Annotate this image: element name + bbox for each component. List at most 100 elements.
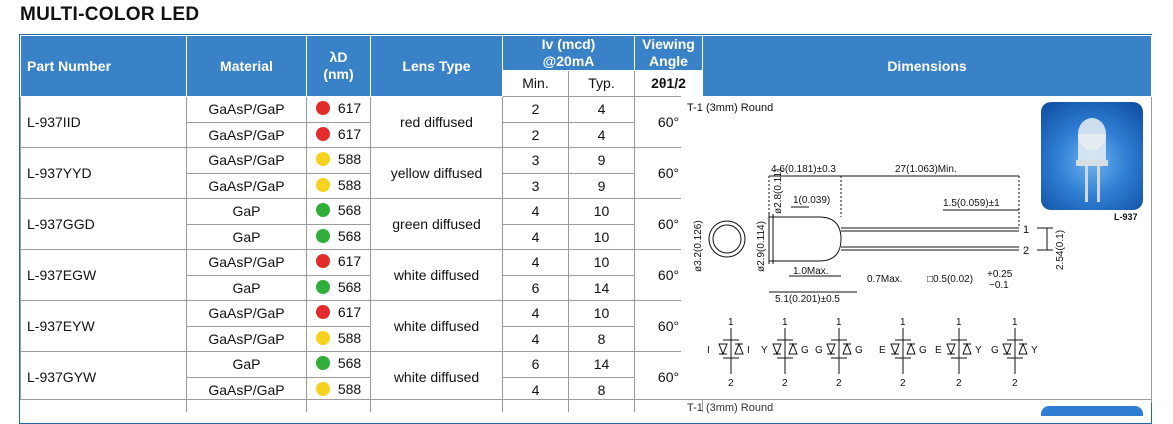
schematic-pin-1: 1	[956, 317, 962, 328]
led-color-icon	[315, 203, 330, 218]
wavelength-value: 568	[337, 227, 362, 244]
schematic-label: G	[815, 345, 823, 356]
dim-lead-length: 27(1.063)Min.	[895, 164, 957, 175]
schematic-label: I	[747, 345, 750, 356]
header-viewing-sub: 2θ1/2	[634, 70, 703, 97]
header-dimensions: Dimensions	[702, 35, 1152, 97]
section-title: MULTI-COLOR LED	[20, 4, 200, 25]
schematic-label: Y	[761, 345, 768, 356]
schematic-pin-1: 1	[900, 317, 906, 328]
iv-typ-cell: 10	[568, 249, 635, 276]
lens-type-cell: white diffused	[370, 300, 503, 352]
iv-min-cell: 4	[502, 376, 569, 403]
dim-tol-down: −0.1	[989, 280, 1009, 291]
led-color-icon	[315, 152, 330, 167]
wavelength-value: 588	[337, 151, 362, 168]
diode-icon	[772, 343, 782, 356]
header-intensity-unit: Iv (mcd)	[541, 36, 596, 52]
led-color-icon	[315, 279, 330, 294]
iv-typ-cell: 10	[568, 198, 635, 225]
led-color-icon	[315, 254, 330, 269]
datasheet-page: MULTI-COLOR LED Part Number Material λD(…	[19, 4, 1152, 424]
next-led-photo	[1041, 406, 1143, 416]
dim-total-length: 5.1(0.201)±0.5	[775, 294, 840, 305]
material-cell: GaAsP/GaP	[186, 249, 307, 276]
part-number-cell: L-937IID	[20, 96, 187, 148]
iv-min-cell: 4	[502, 223, 569, 250]
schematic-pin-2: 2	[728, 378, 734, 389]
led-color-icon	[315, 330, 330, 345]
wavelength-cell: 617	[306, 249, 371, 276]
diode-icon	[788, 342, 798, 355]
schematic-label: E	[879, 345, 886, 356]
schematic-label: G	[991, 345, 999, 356]
header-wavelength-unit: (nm)	[323, 66, 354, 82]
iv-min-cell: 3	[502, 172, 569, 199]
iv-typ-cell: 10	[568, 300, 635, 327]
wavelength-value: 588	[337, 380, 362, 397]
diode-icon	[718, 343, 728, 356]
iv-min-cell: 3	[502, 147, 569, 174]
wavelength-value: 588	[337, 329, 362, 346]
material-cell: GaP	[186, 198, 307, 225]
material-cell: GaP	[186, 223, 307, 250]
material-cell: GaAsP/GaP	[186, 121, 307, 148]
lens-type-cell: white diffused	[370, 249, 503, 301]
wavelength-value: 568	[337, 278, 362, 295]
diode-icon	[890, 343, 900, 356]
next-package-label: T-1 (3mm) Round	[687, 402, 774, 414]
iv-min-cell: 2	[502, 121, 569, 148]
header-lens-type: Lens Type	[370, 35, 503, 97]
dim-tol-up: +0.25	[987, 269, 1013, 280]
wavelength-value: 568	[337, 202, 362, 219]
header-material: Material	[186, 35, 307, 97]
dim-body-length: 4.6(0.181)±0.3	[771, 164, 836, 175]
photo-label: L-937	[1114, 212, 1138, 222]
dim-height-2: ø2.9(0.114)	[756, 221, 767, 272]
wavelength-cell: 588	[306, 147, 371, 174]
front-view-circle	[708, 220, 746, 258]
led-color-icon	[315, 381, 330, 396]
header-angle: Angle	[649, 53, 688, 69]
lead-pin-2: 2	[1023, 245, 1029, 257]
iv-typ-cell: 10	[568, 223, 635, 250]
schematic-pin-1: 1	[728, 317, 734, 328]
led-color-icon	[315, 177, 330, 192]
material-cell: GaAsP/GaP	[186, 96, 307, 123]
schematic-pin-1: 1	[782, 317, 788, 328]
dim-height-1: ø2.8(0.11)	[773, 169, 784, 214]
schematic-label: I	[707, 345, 710, 356]
dim-max-2: 0.7Max.	[867, 274, 903, 285]
header-intensity-cond: @20mA	[542, 53, 595, 69]
iv-typ-cell: 9	[568, 172, 635, 199]
schematic-pin-2: 2	[900, 378, 906, 389]
led-body-outline	[768, 216, 842, 262]
wavelength-value: 568	[337, 355, 362, 372]
wavelength-cell: 568	[306, 351, 371, 378]
wavelength-cell: 568	[306, 223, 371, 250]
diode-icon	[962, 342, 972, 355]
iv-min-cell: 4	[502, 249, 569, 276]
led-color-icon	[315, 126, 330, 141]
schematic-pin-2: 2	[782, 378, 788, 389]
led-color-icon	[315, 228, 330, 243]
diode-icon	[1018, 342, 1028, 355]
wavelength-cell: 588	[306, 325, 371, 352]
wavelength-value: 617	[337, 100, 362, 117]
wavelength-cell: 568	[306, 274, 371, 301]
dim-pitch: 2.54(0.1)	[1055, 230, 1066, 270]
led-photo	[1041, 102, 1143, 210]
material-cell: GaP	[186, 351, 307, 378]
iv-min-cell: 4	[502, 198, 569, 225]
wavelength-cell: 568	[306, 198, 371, 225]
dim-lead-square: □0.5(0.02)	[927, 274, 973, 285]
lens-type-cell: white diffused	[370, 351, 503, 403]
wavelength-value: 617	[337, 253, 362, 270]
dim-lead-stub: 1.5(0.059)±1	[943, 198, 1000, 209]
